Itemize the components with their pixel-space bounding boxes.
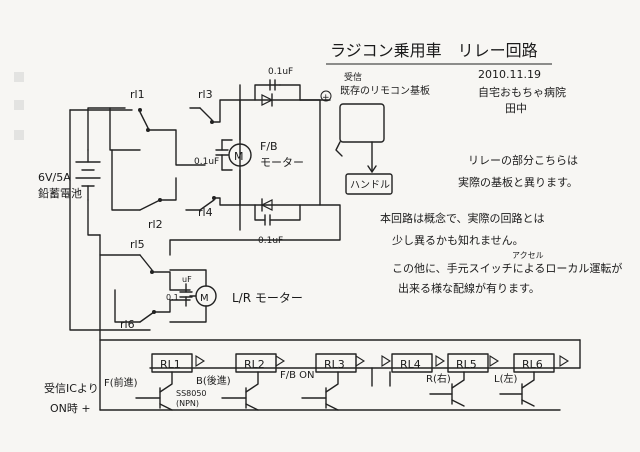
author-org: 自宅おもちゃ病院 — [478, 85, 566, 99]
fb-motor-block — [169, 79, 341, 256]
cap-top-label: 0.1uF — [268, 67, 293, 77]
transistor-drivers — [135, 367, 535, 411]
date-text: 2010.11.19 — [478, 68, 541, 81]
battery-rating: 6V/5A — [38, 171, 71, 184]
relay-label-rl6: rl6 — [120, 318, 135, 331]
plus-marker — [320, 90, 332, 102]
handle-box — [345, 173, 393, 195]
lr-motor-letter: M — [200, 293, 209, 304]
coil-label-rl3: RL3 — [324, 358, 345, 371]
coil-label-rl5: RL5 — [456, 358, 477, 371]
flyback-diodes — [195, 355, 570, 367]
relay-note-line2: 実際の基板と異ります。 — [458, 175, 578, 189]
coil-rl4 — [391, 353, 433, 373]
cap-left-label: 0.1uF — [194, 157, 219, 167]
fb-motor-symbol — [228, 143, 252, 167]
cap-steer-top-label: uF — [182, 275, 192, 284]
relay-label-rl2: rl2 — [148, 218, 163, 231]
coil-rl5 — [447, 353, 489, 373]
on-note-line1: 受信ICより — [44, 382, 99, 395]
relay-contacts-fb — [109, 99, 241, 211]
coil-label-rl2: RL2 — [244, 358, 265, 371]
transistor-part: SS8050 — [176, 389, 207, 398]
relay-note-line1: リレーの部分こちらは — [468, 153, 578, 167]
other-note-ruby: アクセル — [512, 251, 544, 260]
coil-label-rl6: RL6 — [522, 358, 543, 371]
signal-forward: F(前進) — [104, 376, 138, 389]
board-label: 既存のリモコン基板 — [340, 84, 430, 97]
power-rails — [69, 107, 581, 411]
coil-rl3 — [315, 353, 357, 373]
concept-note-line1: 本回路は概念で、実際の回路とは — [380, 211, 545, 225]
signal-right: R(右) — [426, 372, 451, 385]
on-note-line2: ON時 + — [50, 402, 91, 415]
coil-row — [149, 339, 581, 369]
cap-bottom-label: 0.1uF — [258, 236, 283, 246]
transistor-type: (NPN) — [176, 399, 199, 408]
relay-contacts-lr — [99, 254, 217, 323]
signal-back: B(後進) — [196, 374, 231, 387]
cap-steer-left-label: 0.1 — [166, 293, 179, 302]
relay-label-rl4: rl4 — [198, 206, 213, 219]
page-title: ラジコン乗用車 リレー回路 — [330, 41, 538, 60]
board-small-label: 受信 — [344, 71, 362, 83]
signal-fb-on: F/B ON — [280, 370, 315, 381]
coil-label-rl4: RL4 — [400, 358, 421, 371]
plus-mark-text: + — [322, 93, 330, 103]
signal-left: L(左) — [494, 372, 517, 385]
author-name: 田中 — [505, 102, 527, 115]
fb-motor-letter: M — [234, 150, 244, 163]
relay-label-rl1: rl1 — [130, 88, 145, 101]
other-note-line1: この他に、手元スイッチによるローカル運転が — [392, 261, 622, 275]
bleed-through-marks — [14, 72, 24, 140]
battery-type: 鉛蓄電池 — [38, 186, 82, 200]
other-note-line2: 出来る様な配線が有ります。 — [398, 281, 540, 295]
relay-label-rl3: rl3 — [198, 88, 213, 101]
concept-note-line2: 少し異るかも知れません。 — [392, 233, 524, 247]
coil-label-rl1: RL1 — [160, 358, 181, 371]
remote-board — [335, 103, 393, 195]
coil-rl2 — [235, 353, 277, 373]
handle-label: ハンドル — [350, 180, 390, 191]
fb-motor-label-line2: モーター — [260, 156, 304, 169]
lr-motor-label: L/R モーター — [232, 291, 303, 305]
fb-motor-label-line1: F/B — [260, 140, 278, 153]
battery — [75, 149, 101, 201]
relay-label-rl5: rl5 — [130, 238, 145, 251]
